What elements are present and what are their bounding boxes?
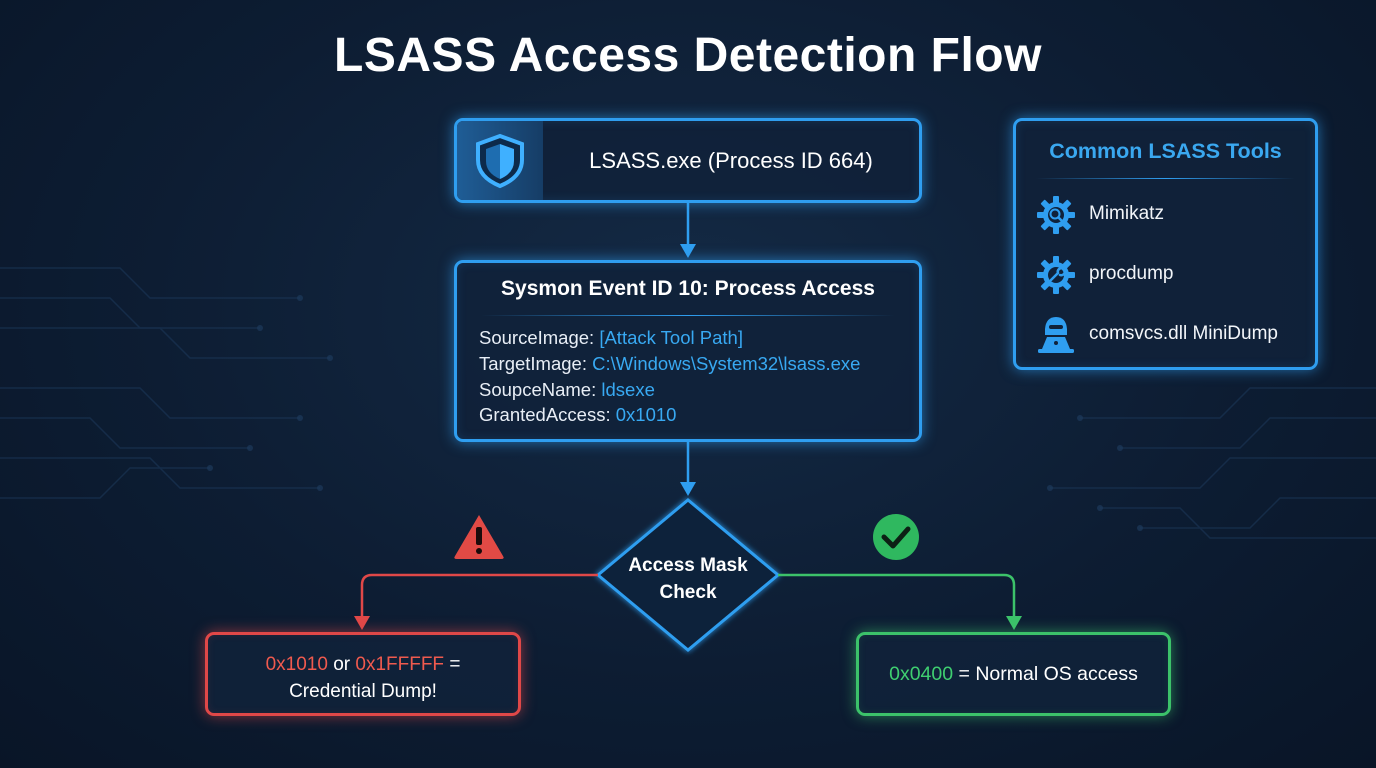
lsass-icon-panel: [457, 121, 543, 200]
decision-line-1: Access Mask: [628, 555, 748, 576]
decision-label: Access Mask Check: [600, 552, 776, 606]
alert-or: or: [333, 654, 351, 675]
tool-label: comsvcs.dll MiniDump: [1089, 323, 1278, 344]
gear-wrench-icon: [1037, 256, 1075, 294]
field-key: SourceImage:: [479, 327, 595, 348]
field-key: TargetImage:: [479, 353, 587, 374]
shield-icon: [476, 133, 524, 189]
field-source-name: SoupceName: ldsexe: [479, 379, 655, 401]
alert-value-1: 0x1010: [265, 654, 328, 675]
alert-result: Credential Dump!: [289, 681, 437, 702]
lsass-process-node: LSASS.exe (Process ID 664): [454, 118, 922, 203]
credential-dump-text: 0x1010 or 0x1FFFFF = Credential Dump!: [208, 651, 518, 705]
arrow-process-to-sysmon: [680, 203, 696, 258]
tools-divider: [1036, 178, 1295, 179]
tool-label: Mimikatz: [1089, 203, 1164, 224]
common-tools-panel: Common LSASS Tools Mimikatz: [1013, 118, 1318, 370]
tool-label: procdump: [1089, 263, 1174, 284]
hacker-laptop-icon: [1038, 317, 1074, 353]
alert-equals: =: [449, 654, 461, 675]
field-target-image: TargetImage: C:\Windows\System32\lsass.e…: [479, 353, 860, 375]
decision-diamond: [595, 498, 781, 652]
field-granted-access: GrantedAccess: 0x1010: [479, 404, 676, 426]
field-value: [Attack Tool Path]: [599, 327, 743, 348]
arrow-sysmon-to-decision: [680, 442, 696, 496]
normal-result: = Normal OS access: [958, 663, 1138, 685]
sysmon-event-node: Sysmon Event ID 10: Process Access Sourc…: [454, 260, 922, 442]
field-source-image: SourceImage: [Attack Tool Path]: [479, 327, 743, 349]
tools-panel-title: Common LSASS Tools: [1049, 139, 1282, 163]
lsass-process-label: LSASS.exe (Process ID 664): [589, 148, 873, 173]
gear-search-icon: [1037, 196, 1075, 234]
decision-line-2: Check: [659, 582, 717, 603]
alert-line-1: 0x1010 or 0x1FFFFF =: [208, 651, 518, 678]
field-value: C:\Windows\System32\lsass.exe: [592, 353, 861, 374]
normal-access-text: 0x0400 = Normal OS access: [859, 635, 1168, 713]
field-value: 0x1010: [615, 404, 677, 425]
sysmon-event-title: Sysmon Event ID 10: Process Access: [501, 277, 875, 300]
field-value: ldsexe: [601, 379, 655, 400]
sysmon-divider: [481, 315, 895, 316]
normal-value: 0x0400: [889, 663, 954, 685]
page-title: LSASS Access Detection Flow: [334, 29, 1042, 82]
checkmark-icon: [873, 514, 919, 560]
normal-branch-connector: [778, 573, 1022, 630]
normal-access-node: 0x0400 = Normal OS access: [856, 632, 1171, 716]
alert-value-2: 0x1FFFFF: [355, 654, 445, 675]
field-key: GrantedAccess:: [479, 404, 611, 425]
credential-dump-node: 0x1010 or 0x1FFFFF = Credential Dump!: [205, 632, 521, 716]
alert-branch-connector: [354, 573, 598, 630]
field-key: SoupceName:: [479, 379, 597, 400]
warning-icon: [454, 515, 504, 559]
